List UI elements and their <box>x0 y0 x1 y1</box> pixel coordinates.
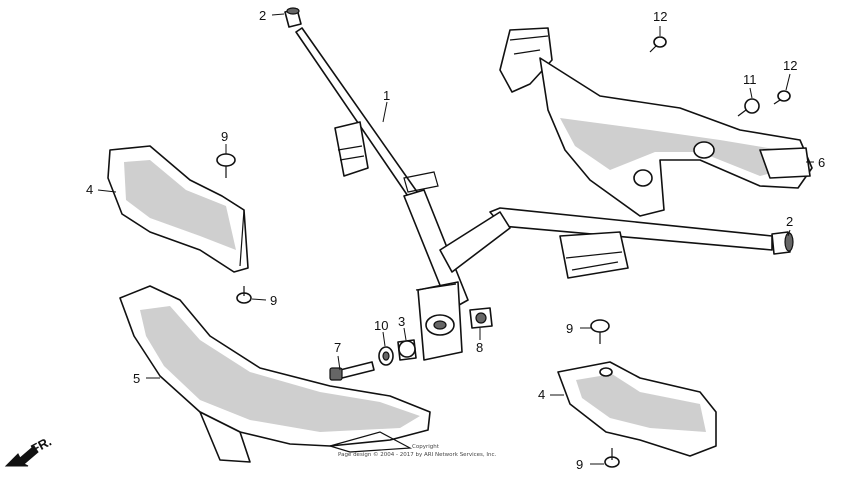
handlebar-frame <box>295 27 773 361</box>
washer-10 <box>378 346 394 366</box>
screw-9-mid-left <box>236 286 252 304</box>
collar-3 <box>397 339 417 361</box>
callout-1: 1 <box>383 88 390 103</box>
bar-end-left <box>284 7 302 28</box>
bolt-11 <box>737 98 760 117</box>
callout-9-lower-right: 9 <box>576 457 583 472</box>
screw-12-right <box>773 90 791 105</box>
callout-5: 5 <box>133 371 140 386</box>
copyright-line-1: Copyright <box>412 444 440 450</box>
bar-end-right <box>771 231 794 255</box>
screw-9-right <box>590 319 610 344</box>
callout-7: 7 <box>334 340 341 355</box>
callout-8: 8 <box>476 340 483 355</box>
screw-9-lower-right <box>604 448 620 468</box>
front-cover <box>119 285 431 463</box>
callout-2-left: 2 <box>259 8 266 23</box>
copyright-line-2: Page design © 2004 - 2017 by ARI Network… <box>338 451 497 458</box>
callout-9-right: 9 <box>566 321 573 336</box>
front-arrow-icon <box>4 445 39 467</box>
leader-lines <box>97 13 814 465</box>
callout-4-left: 4 <box>86 182 93 197</box>
side-cover-right <box>557 361 717 457</box>
screw-12-upper <box>649 36 667 53</box>
callout-3: 3 <box>398 314 405 329</box>
callout-2-right: 2 <box>786 214 793 229</box>
bolt-7 <box>329 361 375 381</box>
callout-9-mid-left: 9 <box>270 293 277 308</box>
callout-4-right: 4 <box>538 387 545 402</box>
front-direction-indicator: FR. <box>4 434 54 467</box>
side-cover-left <box>107 145 249 273</box>
nut-8 <box>469 307 493 329</box>
callout-10: 10 <box>374 318 388 333</box>
callout-12-right: 12 <box>783 58 797 73</box>
callout-12-upper: 12 <box>653 9 667 24</box>
screw-9-upper-left <box>216 153 236 178</box>
callout-9-upper-left: 9 <box>221 129 228 144</box>
callout-11: 11 <box>743 72 757 87</box>
callout-6: 6 <box>818 155 825 170</box>
upper-handlebar-cover <box>499 27 813 217</box>
